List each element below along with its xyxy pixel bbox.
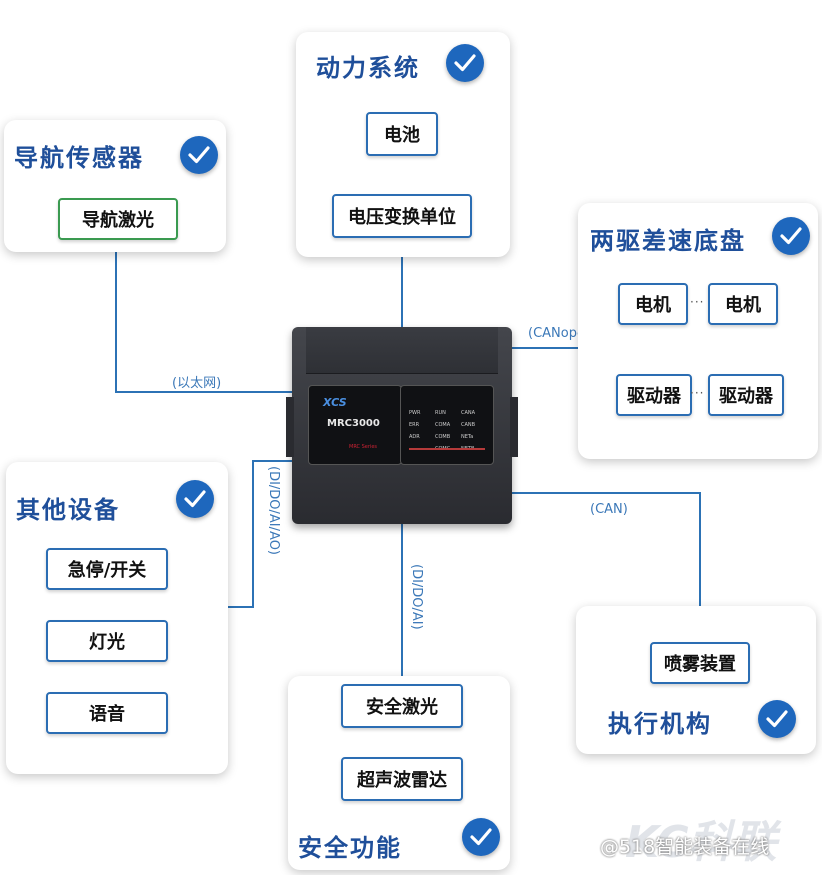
brand-logo: XCS <box>323 396 347 409</box>
line-nav-down <box>115 252 117 392</box>
ultrasonic-radar-box: 超声波雷达 <box>341 757 463 801</box>
line-can-down <box>699 492 701 642</box>
emergency-stop-box: 急停/开关 <box>46 548 168 590</box>
check-icon <box>758 700 796 738</box>
led-label: PWR <box>409 410 421 416</box>
check-icon <box>446 44 484 82</box>
voice-box: 语音 <box>46 692 168 734</box>
model-label: MRC3000 <box>327 418 380 429</box>
led-label: RUN <box>435 410 446 416</box>
battery-box: 电池 <box>366 112 438 156</box>
sprayer-box: 喷雾装置 <box>650 642 750 684</box>
check-icon <box>176 480 214 518</box>
led-grid: PWR RUN CANA ERR COMA CANB ADR COMB NETa… <box>409 410 489 452</box>
led-label: COMB <box>435 434 451 440</box>
check-icon <box>180 136 218 174</box>
panel-accent-line <box>409 448 485 450</box>
line-power-to-device <box>401 235 403 327</box>
led-label: NETa <box>461 434 474 440</box>
safety-laser-box: 安全激光 <box>341 684 463 728</box>
nav-sensor-title: 导航传感器 <box>14 144 144 172</box>
controller-top <box>306 327 498 374</box>
other-devices-title: 其他设备 <box>16 496 120 524</box>
led-label: CANB <box>461 422 476 428</box>
power-system-title: 动力系统 <box>316 54 420 82</box>
safety-title: 安全功能 <box>298 834 402 862</box>
line-can-horizontal <box>512 492 701 494</box>
chassis-title: 两驱差速底盘 <box>590 227 746 255</box>
mrc3000-controller: XCS MRC3000 MRC Series PWR RUN CANA ERR … <box>286 327 518 524</box>
voltage-converter-box: 电压变换单位 <box>332 194 472 238</box>
led-label: CANA <box>461 410 476 416</box>
led-label: COMA <box>435 422 451 428</box>
power-system-card: 动力系统 <box>296 32 510 257</box>
label-di-do-ai: (DI/DO/AI) <box>409 564 424 630</box>
nav-laser-box: 导航激光 <box>58 198 178 240</box>
line-other-vertical <box>252 460 254 607</box>
driver-1-box: 驱动器 <box>616 374 692 416</box>
led-label: ADR <box>409 434 420 440</box>
check-icon <box>772 217 810 255</box>
motor-2-box: 电机 <box>708 283 778 325</box>
controller-left-clip <box>286 397 294 457</box>
controller-front-panel: XCS MRC3000 MRC Series <box>308 385 402 465</box>
label-ethernet: (以太网) <box>172 376 222 391</box>
series-label: MRC Series <box>349 444 377 450</box>
controller-right-clip <box>510 397 518 457</box>
check-icon <box>462 818 500 856</box>
label-di-do-ai-ao: (DI/DO/AI/AO) <box>266 466 281 555</box>
led-label: ERR <box>409 422 420 428</box>
chassis-card: 两驱差速底盘 <box>578 203 818 459</box>
driver-2-box: 驱动器 <box>708 374 784 416</box>
motor-1-box: 电机 <box>618 283 688 325</box>
label-can: (CAN) <box>590 502 628 517</box>
line-other-from-device <box>252 460 292 462</box>
light-box: 灯光 <box>46 620 168 662</box>
motor-separator: ··· <box>690 295 705 309</box>
watermark-logo: KC科联 <box>625 817 777 868</box>
actuator-title: 执行机构 <box>608 710 712 738</box>
line-nav-right <box>115 391 292 393</box>
driver-separator: ··· <box>690 386 705 400</box>
controller-led-panel: PWR RUN CANA ERR COMA CANB ADR COMB NETa… <box>400 385 494 465</box>
line-safety-from-device <box>401 524 403 684</box>
watermark-text: @518智能装备在线 <box>600 836 770 858</box>
